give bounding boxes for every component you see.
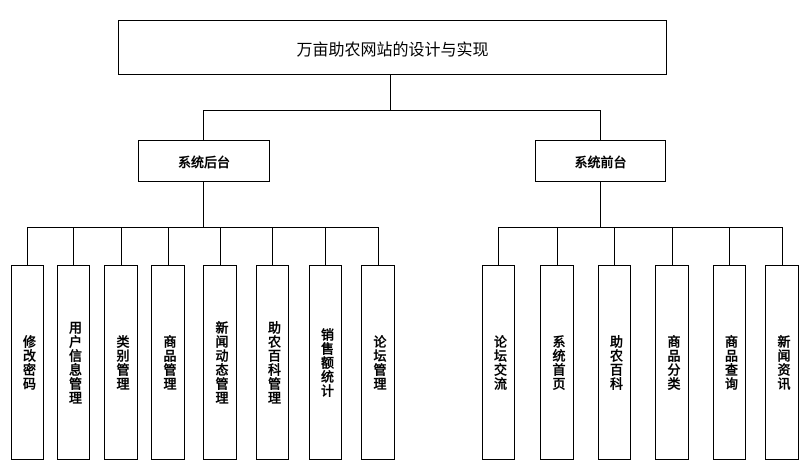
frontend-module-label: 系统首页: [549, 334, 565, 391]
connector: [272, 227, 273, 265]
connector: [203, 182, 204, 227]
connector: [378, 227, 379, 265]
backend-module: 商品管理: [151, 265, 185, 460]
frontend-node-label: 系统前台: [574, 155, 627, 171]
backend-module-label: 销售额统计: [318, 327, 333, 398]
connector: [168, 227, 169, 265]
connector: [27, 227, 28, 265]
frontend-module: 助农百科: [598, 265, 631, 460]
backend-module: 用户信息管理: [57, 265, 90, 460]
connector: [557, 227, 558, 265]
backend-module: 新闻动态管理: [203, 265, 237, 460]
connector: [498, 227, 499, 265]
root-node-label: 万亩助农网站的设计与实现: [296, 39, 489, 59]
backend-module-label: 用户信息管理: [66, 320, 81, 405]
frontend-module: 商品分类: [655, 265, 689, 460]
backend-module: 修改密码: [11, 265, 44, 460]
connector: [27, 227, 378, 228]
connector: [672, 227, 673, 265]
connector: [600, 182, 601, 227]
frontend-module-label: 助农百科: [607, 334, 622, 391]
backend-module-label: 商品管理: [160, 334, 176, 391]
backend-module: 助农百科管理: [256, 265, 289, 460]
connector: [782, 227, 783, 265]
connector: [203, 110, 204, 140]
frontend-module-label: 商品查询: [722, 334, 737, 391]
frontend-module: 商品查询: [713, 265, 746, 460]
frontend-module-label: 新闻资讯: [774, 334, 790, 391]
backend-module-label: 新闻动态管理: [212, 320, 228, 405]
connector: [121, 227, 122, 265]
backend-module-label: 类别管理: [113, 334, 129, 391]
backend-node: 系统后台: [138, 140, 270, 182]
backend-module: 论坛管理: [361, 265, 395, 460]
frontend-module-label: 商品分类: [664, 334, 680, 391]
connector: [498, 227, 782, 228]
frontend-module-label: 论坛交流: [491, 334, 506, 391]
backend-module-label: 修改密码: [20, 334, 35, 391]
frontend-module: 系统首页: [540, 265, 574, 460]
connector: [203, 110, 601, 111]
backend-node-label: 系统后台: [177, 155, 230, 171]
connector: [220, 227, 221, 265]
backend-module: 销售额统计: [309, 265, 342, 460]
frontend-module: 论坛交流: [482, 265, 515, 460]
connector: [729, 227, 730, 265]
backend-module-label: 论坛管理: [370, 334, 386, 391]
backend-module: 类别管理: [104, 265, 138, 460]
connector: [325, 227, 326, 265]
root-node: 万亩助农网站的设计与实现: [118, 20, 667, 75]
connector: [73, 227, 74, 265]
connector: [614, 227, 615, 265]
connector: [390, 75, 391, 110]
connector: [600, 110, 601, 140]
frontend-node: 系统前台: [535, 140, 666, 182]
backend-module-label: 助农百科管理: [265, 320, 280, 405]
frontend-module: 新闻资讯: [765, 265, 799, 460]
